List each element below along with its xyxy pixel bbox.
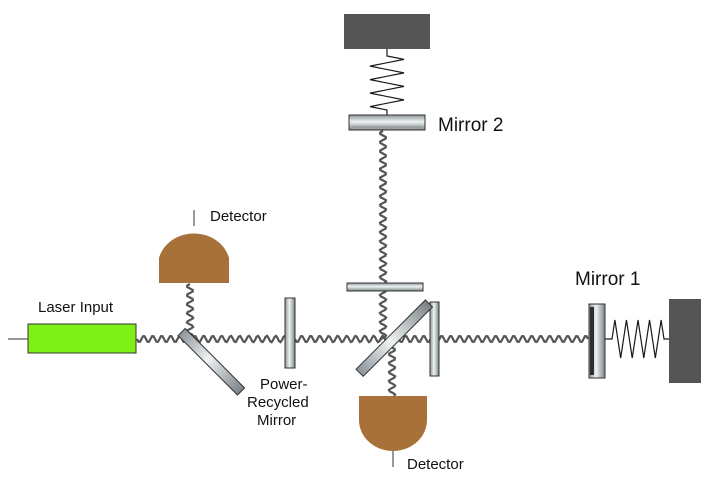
mirror2-label: Mirror 2 (438, 115, 503, 136)
detector-bottom (359, 396, 427, 451)
detector-top (159, 233, 229, 283)
laser-input-label: Laser Input (38, 299, 114, 316)
mirror1-spring (605, 319, 669, 359)
main-beam-splitter (355, 299, 434, 378)
beam-pickoff-to-detector (185, 283, 195, 340)
mirror1-face (590, 307, 594, 375)
laser-source (27, 323, 137, 354)
detector-bottom-label: Detector (407, 456, 464, 473)
power-recycled-label-line3: Mirror (257, 412, 296, 429)
compensator-plate-horizontal (346, 282, 424, 292)
mirror1-mount (669, 299, 701, 383)
beam-splitter-to-mirror1 (389, 335, 589, 343)
mirror1-label: Mirror 1 (575, 269, 640, 290)
power-recycled-label-line2: Recycled (247, 394, 309, 411)
power-recycled-mirror (284, 297, 296, 369)
compensator-plate-vertical (429, 301, 440, 377)
beam-pickoff-to-recycler (187, 334, 286, 344)
mirror2-spring (369, 49, 405, 115)
beam-splitter-to-mirror2 (378, 130, 388, 341)
mirror2-face (352, 126, 422, 129)
beam-splitter-to-detector (387, 342, 397, 397)
beam-recycler-to-splitter (294, 334, 391, 344)
beam-paths (136, 130, 589, 397)
mirror2-mount (344, 14, 430, 49)
power-recycled-label-line1: Power- (260, 376, 308, 393)
pickoff-beam-splitter (177, 327, 246, 396)
detector-top-label: Detector (210, 208, 267, 225)
